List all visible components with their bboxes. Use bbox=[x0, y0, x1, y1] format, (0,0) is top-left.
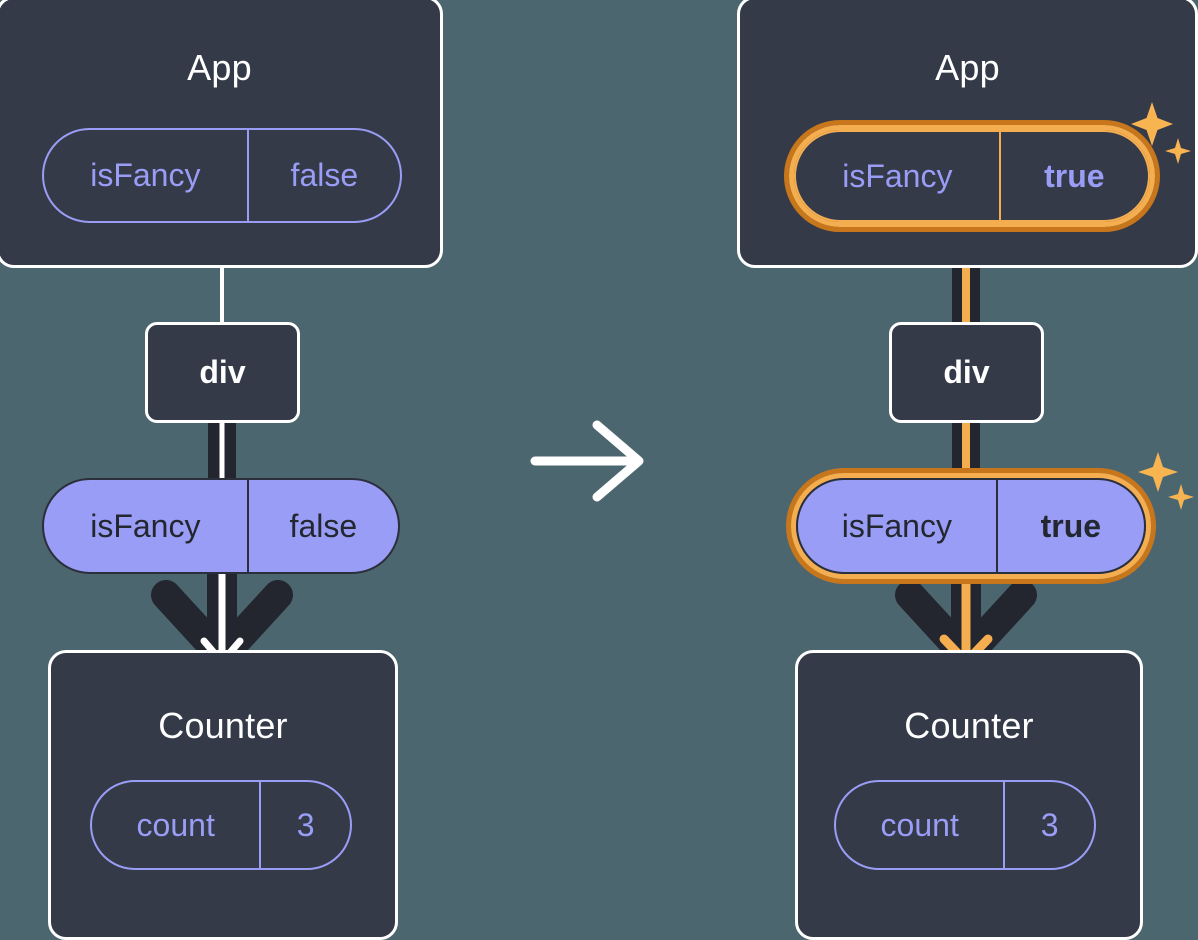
prop-pill-after[interactable]: isFancy true bbox=[796, 478, 1146, 574]
prop-pill-value-after: true bbox=[995, 480, 1144, 572]
counter-state-pill-value-before: 3 bbox=[259, 782, 350, 868]
app-title-before: App bbox=[187, 47, 252, 88]
right-arrow-icon bbox=[530, 420, 644, 502]
app-title-after: App bbox=[935, 47, 1000, 88]
app-state-pill-value-before: false bbox=[246, 130, 400, 221]
counter-title-before: Counter bbox=[158, 705, 288, 746]
counter-state-pill-after[interactable]: count 3 bbox=[834, 780, 1096, 870]
app-state-pill-before[interactable]: isFancy false bbox=[42, 128, 402, 223]
prop-pill-value-before: false bbox=[246, 480, 398, 572]
app-state-pill-after[interactable]: isFancy true bbox=[794, 130, 1150, 222]
counter-state-pill-value-after: 3 bbox=[1003, 782, 1094, 868]
prop-pill-before[interactable]: isFancy false bbox=[42, 478, 400, 574]
counter-state-pill-name-before: count bbox=[136, 806, 215, 843]
app-state-pill-name-after: isFancy bbox=[842, 157, 953, 194]
counter-title-after: Counter bbox=[904, 705, 1034, 746]
app-state-pill-name-before: isFancy bbox=[90, 157, 201, 193]
div-host-box-before[interactable]: div bbox=[145, 322, 300, 423]
div-host-box-after[interactable]: div bbox=[889, 322, 1044, 423]
counter-state-pill-name-after: count bbox=[880, 806, 959, 843]
app-state-pill-value-after: true bbox=[998, 132, 1148, 220]
counter-state-pill-before[interactable]: count 3 bbox=[90, 780, 352, 870]
div-host-label-before: div bbox=[199, 354, 246, 390]
div-host-label-after: div bbox=[943, 354, 990, 390]
prop-pill-name-before: isFancy bbox=[90, 507, 201, 544]
prop-pill-name-after: isFancy bbox=[841, 507, 952, 544]
